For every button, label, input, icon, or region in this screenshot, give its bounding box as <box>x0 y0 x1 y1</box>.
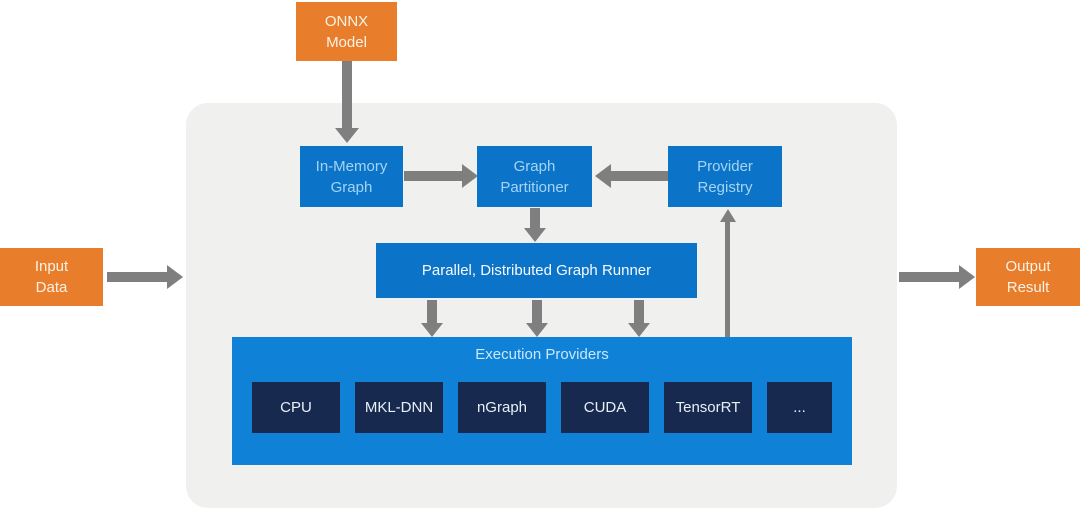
arrow-input-to-container-shaft <box>107 272 168 282</box>
arrow-runner-to-ep-1-head <box>421 323 443 337</box>
arrow-onnx-to-inmemory-head <box>335 128 359 143</box>
arrow-inmemory-to-partitioner-head <box>462 164 478 188</box>
node-graph-partitioner: Graph Partitioner <box>477 146 592 207</box>
arrow-runner-to-ep-3-head <box>628 323 650 337</box>
arrow-runner-to-ep-3-shaft <box>634 300 644 324</box>
arrow-input-to-container-head <box>167 265 183 289</box>
node-in-memory-graph: In-Memory Graph <box>300 146 403 207</box>
execution-providers-title: Execution Providers <box>475 346 609 363</box>
arrow-ep-to-registry-head <box>720 209 736 222</box>
arrow-runner-to-ep-2-shaft <box>532 300 542 324</box>
arrow-partitioner-to-runner-head <box>524 228 546 242</box>
node-input-data: Input Data <box>0 248 103 306</box>
node-onnx-model: ONNX Model <box>296 2 397 61</box>
arrow-onnx-to-inmemory-shaft <box>342 61 352 129</box>
node-provider-registry: Provider Registry <box>668 146 782 207</box>
node-graph-runner: Parallel, Distributed Graph Runner <box>376 243 697 298</box>
chip-cuda: CUDA <box>561 382 649 433</box>
arrow-inmemory-to-partitioner-shaft <box>404 171 463 181</box>
arrow-container-to-output-head <box>959 265 975 289</box>
chip-mkl-dnn: MKL-DNN <box>355 382 443 433</box>
arrow-registry-to-partitioner-shaft <box>610 171 668 181</box>
chip-tensorrt: TensorRT <box>664 382 752 433</box>
node-execution-providers: Execution Providers CPU MKL-DNN nGraph C… <box>232 337 852 465</box>
arrow-partitioner-to-runner-shaft <box>530 208 540 229</box>
arrow-registry-to-partitioner-head <box>595 164 611 188</box>
chip-cpu: CPU <box>252 382 340 433</box>
execution-providers-row: CPU MKL-DNN nGraph CUDA TensorRT ... <box>232 382 852 433</box>
arrow-runner-to-ep-2-head <box>526 323 548 337</box>
arrow-runner-to-ep-1-shaft <box>427 300 437 324</box>
chip-ngraph: nGraph <box>458 382 546 433</box>
node-output-result: Output Result <box>976 248 1080 306</box>
arrow-ep-to-registry-shaft <box>725 221 730 337</box>
chip-more-providers: ... <box>767 382 832 433</box>
arrow-container-to-output-shaft <box>899 272 960 282</box>
